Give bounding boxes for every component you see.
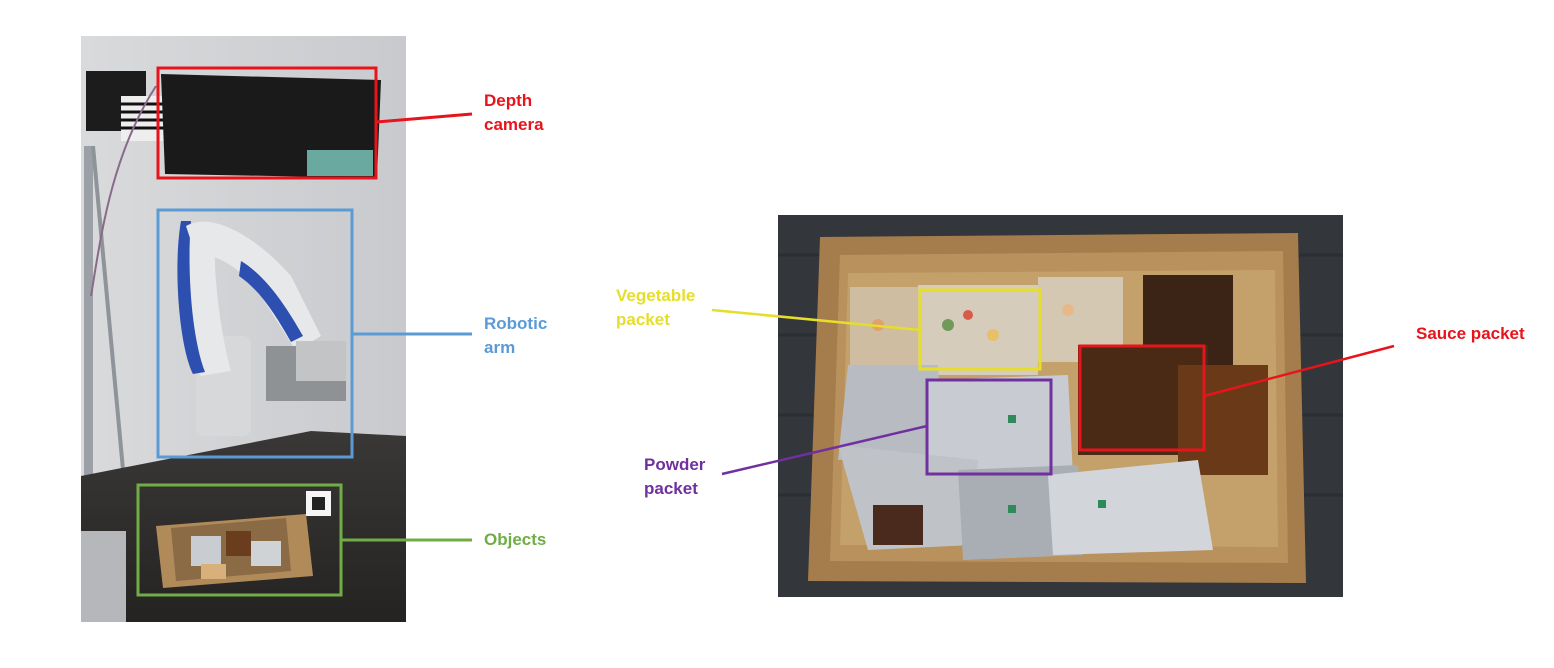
objects-label: Objects	[484, 530, 547, 549]
powder-packet-label: Powder packet	[644, 455, 706, 498]
powder-packet-box	[925, 378, 1053, 476]
sauce-packet-box	[1078, 344, 1206, 452]
robotic-arm-box	[156, 208, 354, 459]
depth-camera-leader	[375, 112, 473, 124]
vegetable-packet-box	[918, 288, 1042, 371]
depth-camera-label: Depth camera	[484, 91, 544, 134]
robotic-arm-label: Robotic arm	[484, 314, 548, 357]
powder-packet-leader	[721, 424, 928, 476]
vegetable-packet-label: Vegetable packet	[616, 286, 696, 329]
packets-photo	[778, 215, 1343, 597]
sauce-packet-leader	[1203, 344, 1395, 398]
depth-camera-box	[156, 66, 378, 180]
sauce-packet-label: Sauce packet	[1416, 324, 1525, 343]
vegetable-packet-leader	[711, 308, 921, 332]
objects-box	[136, 483, 343, 597]
packets-scene	[778, 215, 1343, 597]
